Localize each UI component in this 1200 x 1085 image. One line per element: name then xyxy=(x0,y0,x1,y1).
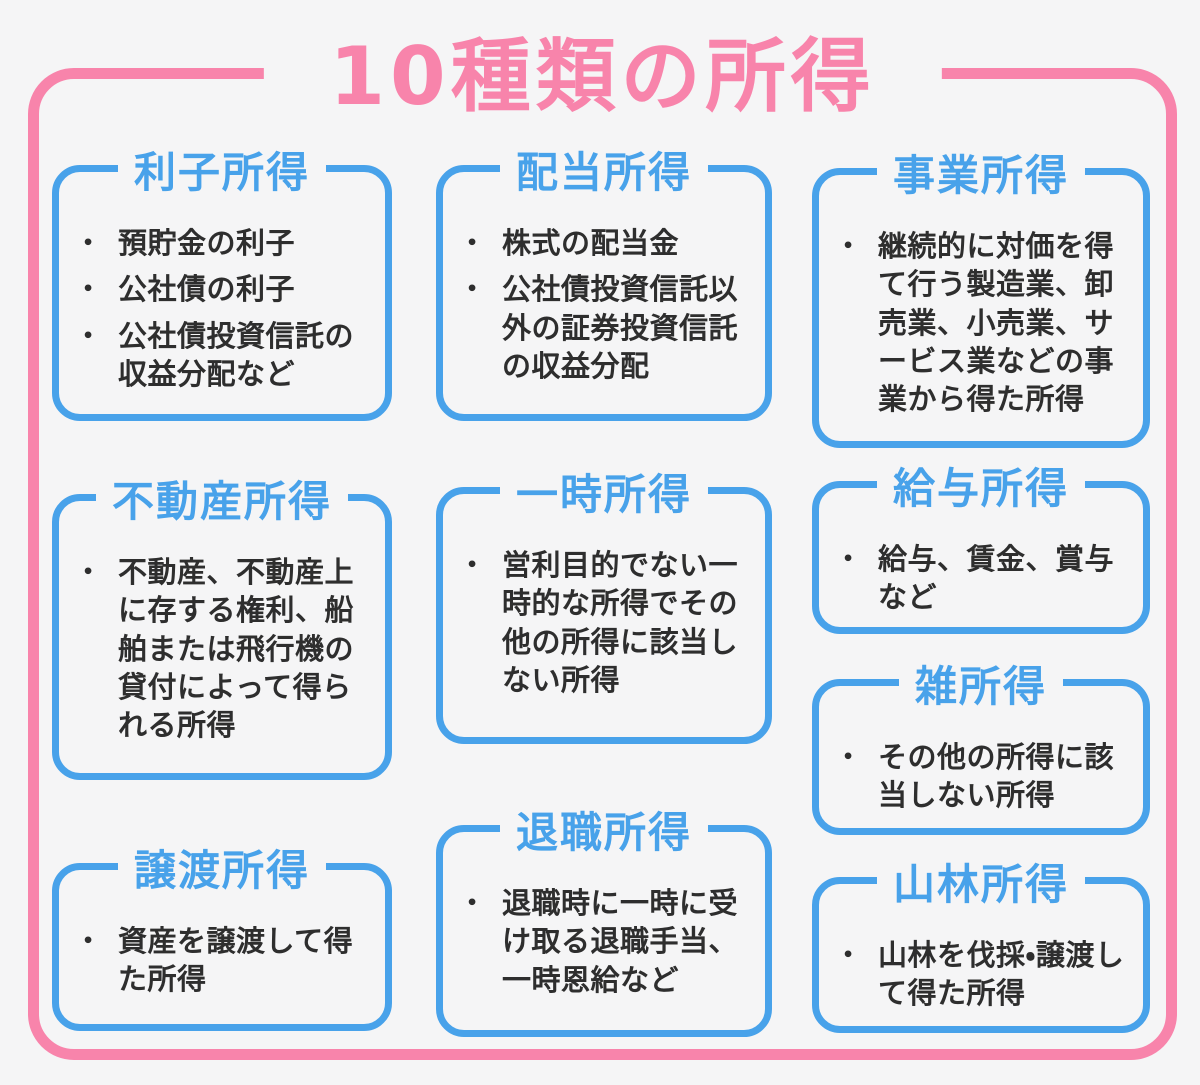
income-box-timber: 山林所得 • 山林を伐採・譲渡して得た所得 xyxy=(812,862,1150,1035)
bullet-dot: • xyxy=(466,554,479,576)
box-item-list: • 株式の配当金 • 公社債投資信託以外の証券投資信託の収益分配 xyxy=(443,172,765,407)
list-item: • 公社債の利子 xyxy=(79,270,371,308)
box-title: 給与所得 xyxy=(876,466,1086,512)
box-title: 山林所得 xyxy=(876,862,1086,908)
bullet-dot: • xyxy=(82,324,95,347)
bullet-dot: • xyxy=(842,746,855,768)
item-text: 退職時に一時に受け取る退職手当、一時恩給など xyxy=(502,886,739,997)
box-item-list: • 退職時に一時に受け取る退職手当、一時恩給など xyxy=(443,832,765,1021)
item-text: その他の所得に該当しない所得 xyxy=(878,740,1115,813)
bullet-dot: • xyxy=(82,232,95,254)
bullet-dot: • xyxy=(466,278,479,301)
box-title: 譲渡所得 xyxy=(117,848,327,894)
list-item: • 預貯金の利子 xyxy=(79,224,371,262)
item-text: 給与、賃金、賞与など xyxy=(878,542,1115,615)
box-item-list: • 不動産、不動産上に存する権利、船舶または飛行機の貸付によって得られる所得 xyxy=(59,501,385,766)
list-item: • 営利目的でない一時的な所得でその他の所得に該当しない所得 xyxy=(463,546,751,699)
bullet-dot: • xyxy=(466,232,479,254)
income-box-business: 事業所得 • 継続的に対価を得て行う製造業、卸売業、小売業、サービス業などの事業… xyxy=(812,153,1150,448)
income-box-occasional: 一時所得 • 営利目的でない一時的な所得でその他の所得に該当しない所得 xyxy=(436,472,772,744)
bullet-dot: • xyxy=(82,561,95,583)
list-item: • 退職時に一時に受け取る退職手当、一時恩給など xyxy=(463,884,751,999)
item-text: 公社債投資信託以外の証券投資信託の収益分配 xyxy=(502,272,739,383)
item-text: 不動産、不動産上に存する権利、船舶または飛行機の貸付によって得られる所得 xyxy=(118,555,355,743)
item-text: 継続的に対価を得て行う製造業、卸売業、小売業、サービス業などの事業から得た所得 xyxy=(878,229,1115,417)
bullet-dot: • xyxy=(82,278,95,301)
box-title: 配当所得 xyxy=(499,150,709,196)
list-item: • 公社債投資信託の収益分配など xyxy=(79,317,371,394)
box-title: 退職所得 xyxy=(499,810,709,856)
box-item-list: • 資産を譲渡して得た所得 xyxy=(59,870,385,1021)
bullet-dot: • xyxy=(466,892,479,914)
list-item: • 山林を伐採・譲渡して得た所得 xyxy=(839,936,1129,1013)
box-item-list: • 給与、賃金、賞与など xyxy=(819,488,1143,639)
list-item: • 給与、賃金、賞与など xyxy=(839,540,1129,617)
income-box-retirement: 退職所得 • 退職時に一時に受け取る退職手当、一時恩給など xyxy=(436,810,772,1037)
bullet-dot: • xyxy=(842,235,855,257)
outer-frame: 10種類の所得 xyxy=(28,33,1177,1060)
income-box-miscellaneous: 雑所得 • その他の所得に該当しない所得 xyxy=(812,664,1150,837)
income-box-real-estate: 不動産所得 • 不動産、不動産上に存する権利、船舶または飛行機の貸付によって得ら… xyxy=(52,479,392,780)
income-box-interest: 利子所得 • 預貯金の利子 • 公社債の利子 • 公社債投資信託の収益分配など xyxy=(52,150,392,421)
item-text: 営利目的でない一時的な所得でその他の所得に該当しない所得 xyxy=(502,548,739,697)
list-item: • その他の所得に該当しない所得 xyxy=(839,738,1129,815)
item-text: 山林を伐採・譲渡して得た所得 xyxy=(878,938,1125,1011)
box-item-list: • その他の所得に該当しない所得 xyxy=(819,686,1143,837)
item-text: 預貯金の利子 xyxy=(118,226,296,260)
item-text: 公社債投資信託の収益分配など xyxy=(118,318,355,391)
income-box-salary: 給与所得 • 給与、賃金、賞与など xyxy=(812,466,1150,634)
item-text: 株式の配当金 xyxy=(502,226,680,260)
box-item-list: • 預貯金の利子 • 公社債の利子 • 公社債投資信託の収益分配など xyxy=(59,172,385,415)
list-item: • 公社債投資信託以外の証券投資信託の収益分配 xyxy=(463,270,751,385)
box-item-list: • 山林を伐採・譲渡して得た所得 xyxy=(819,884,1143,1035)
item-text: 資産を譲渡して得た所得 xyxy=(118,924,354,997)
income-box-capital-gains: 譲渡所得 • 資産を譲渡して得た所得 xyxy=(52,848,392,1031)
box-item-list: • 営利目的でない一時的な所得でその他の所得に該当しない所得 xyxy=(443,494,765,721)
income-box-dividend: 配当所得 • 株式の配当金 • 公社債投資信託以外の証券投資信託の収益分配 xyxy=(436,150,772,421)
box-title: 事業所得 xyxy=(876,153,1086,199)
box-title: 一時所得 xyxy=(499,472,709,518)
box-title: 利子所得 xyxy=(117,150,327,196)
bullet-dot: • xyxy=(82,930,95,952)
box-item-list: • 継続的に対価を得て行う製造業、卸売業、小売業、サービス業などの事業から得た所… xyxy=(819,175,1143,440)
box-title: 雑所得 xyxy=(898,664,1064,710)
box-title: 不動産所得 xyxy=(95,479,349,525)
bullet-dot: • xyxy=(842,944,855,966)
bullet-dot: • xyxy=(842,548,855,570)
page-title: 10種類の所得 xyxy=(263,33,942,121)
item-text: 公社債の利子 xyxy=(118,272,296,307)
list-item: • 不動産、不動産上に存する権利、船舶または飛行機の貸付によって得られる所得 xyxy=(79,553,371,744)
list-item: • 継続的に対価を得て行う製造業、卸売業、小売業、サービス業などの事業から得た所… xyxy=(839,227,1129,418)
list-item: • 株式の配当金 xyxy=(463,224,751,262)
list-item: • 資産を譲渡して得た所得 xyxy=(79,922,371,999)
